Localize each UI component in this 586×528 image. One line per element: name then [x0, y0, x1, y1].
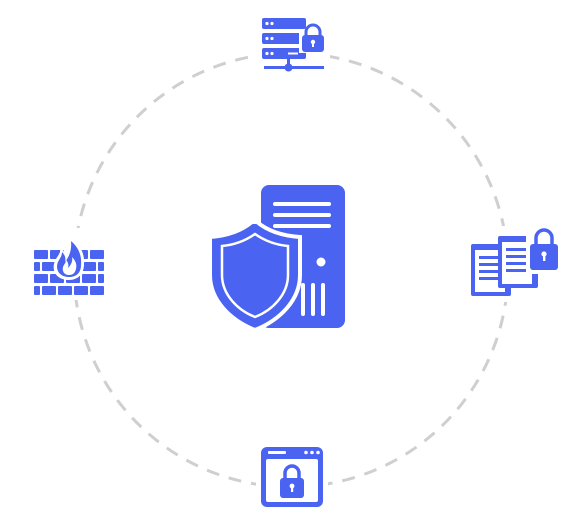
locked-server-network-icon	[252, 14, 330, 81]
server-shield-icon	[205, 180, 355, 340]
firewall-icon	[28, 228, 110, 305]
locked-documents-icon	[466, 226, 562, 307]
locked-browser-window-icon	[256, 442, 328, 517]
